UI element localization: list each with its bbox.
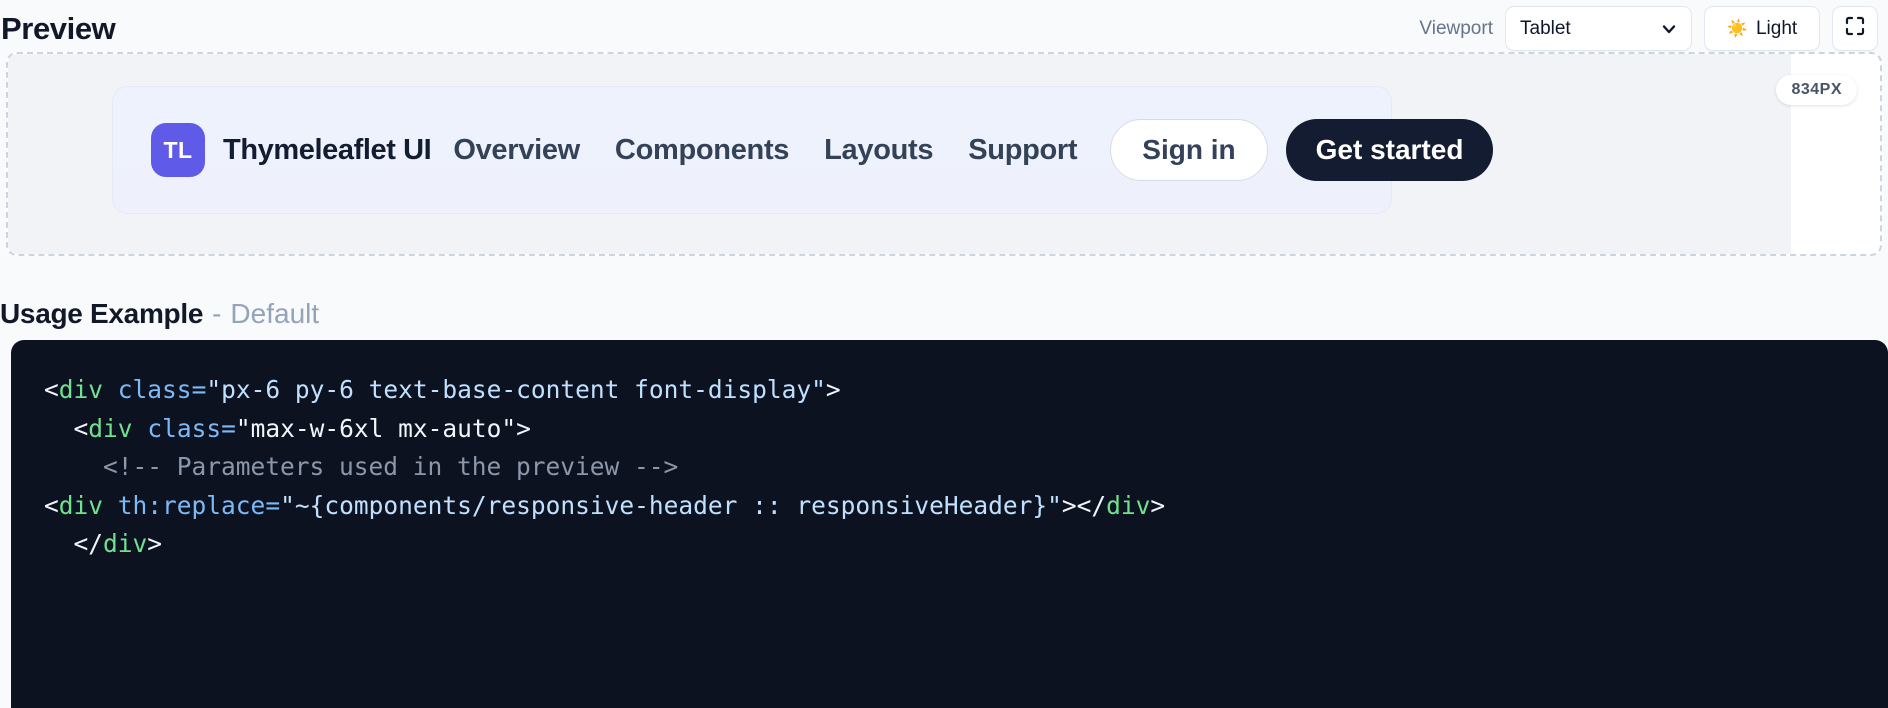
- usage-example-title: Usage Example: [0, 298, 204, 329]
- viewport-label: Viewport: [1419, 17, 1493, 39]
- fullscreen-icon: [1844, 15, 1866, 42]
- usage-example-variant: Default: [230, 298, 320, 329]
- nav-link-overview[interactable]: Overview: [453, 133, 580, 166]
- code-line: <div th:replace="~{components/responsive…: [44, 490, 1166, 520]
- header-nav: Overview Components Layouts Support: [453, 134, 1077, 167]
- brand-logo: TL: [151, 123, 205, 177]
- header-actions: Sign in Get started: [1110, 119, 1494, 181]
- nav-link-components[interactable]: Components: [614, 133, 790, 166]
- chevron-down-icon: [1661, 21, 1677, 37]
- theme-toggle-button[interactable]: ☀️ Light: [1704, 6, 1820, 51]
- usage-example-heading: Usage Example - Default: [0, 300, 319, 328]
- code-line: <div class="max-w-6xl mx-auto">: [73, 413, 531, 443]
- viewport-select-value: Tablet: [1520, 17, 1571, 39]
- code-block[interactable]: <div class="px-6 py-6 text-base-content …: [11, 340, 1888, 708]
- code-line: <div class="px-6 py-6 text-base-content …: [44, 375, 841, 404]
- nav-link-layouts[interactable]: Layouts: [824, 133, 934, 166]
- brand-name: Thymeleaflet UI: [223, 133, 432, 166]
- sign-in-button[interactable]: Sign in: [1110, 119, 1268, 181]
- fullscreen-button[interactable]: [1832, 6, 1878, 51]
- sun-icon: ☀️: [1726, 19, 1748, 38]
- usage-example-separator: -: [212, 298, 222, 329]
- code-line: <!-- Parameters used in the preview -->: [103, 452, 679, 481]
- preview-frame: 834PX TL Thymeleaflet UI Overview Compon…: [6, 52, 1882, 256]
- get-started-button[interactable]: Get started: [1285, 119, 1494, 181]
- page-title: Preview: [1, 11, 116, 46]
- responsive-header-component: TL Thymeleaflet UI Overview Components L…: [112, 86, 1494, 214]
- code-line: </div>: [73, 529, 163, 558]
- theme-toggle-label: Light: [1755, 17, 1798, 39]
- code-content: <div class="px-6 py-6 text-base-content …: [11, 371, 1888, 564]
- preview-toolbar: Preview Viewport Tablet ☀️ Light: [0, 0, 1888, 57]
- toolbar-controls: Viewport Tablet ☀️ Light: [1419, 6, 1878, 51]
- viewport-select[interactable]: Tablet: [1505, 6, 1692, 51]
- viewport-size-badge: 834PX: [1776, 75, 1857, 105]
- nav-link-support[interactable]: Support: [968, 133, 1078, 166]
